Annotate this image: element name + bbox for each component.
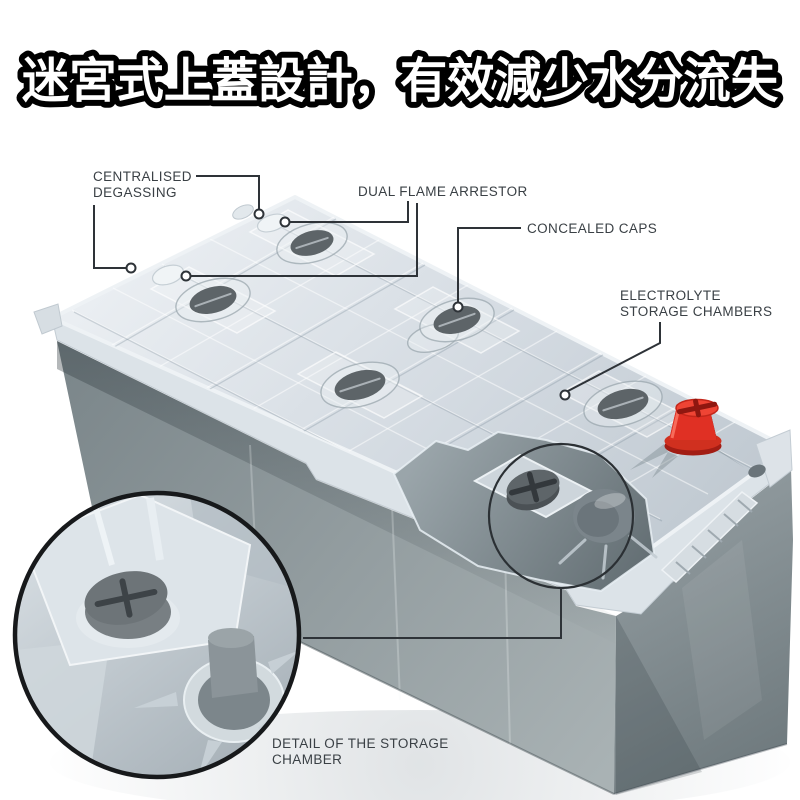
terminal-cross-slot [676,398,718,418]
detail-inset [12,490,302,780]
callout-concealed-caps: CONCEALED CAPS [527,221,657,236]
callout-text: DETAIL OF THE STORAGE [272,736,449,751]
callout-text: STORAGE CHAMBERS [620,304,772,319]
tab-hole [748,464,766,478]
leader-centralised-top [196,175,260,209]
cap-slots [194,236,644,412]
inset-cap-cross-slot [94,578,158,618]
leader-dual-flame-1 [290,201,409,223]
callout-text: CENTRALISED [93,169,192,184]
leader-endpoint-dot [452,301,464,313]
case-front-face [57,341,616,794]
case-reflection [682,540,762,740]
leader-detail-inset [303,588,562,639]
degassing-pad [151,264,185,286]
page-title: 迷宮式上蓋設計，有效減少水分流失 [22,55,779,108]
rail-ribs [675,499,753,575]
callout-text: DEGASSING [93,185,177,200]
chamber-fins [558,534,658,580]
callout-electrolyte-storage-chambers: ELECTROLYTE STORAGE CHAMBERS [620,288,772,319]
leader-dual-flame-2 [191,203,418,277]
callout-labels: CENTRALISED DEGASSING DUAL FLAME ARRESTO… [93,169,772,767]
case-top-shadow-band [57,341,616,644]
callout-text: CONCEALED CAPS [527,221,657,236]
inset-chamber-cylinder [208,636,258,698]
leader-endpoint-dot [180,270,192,282]
callout-dual-flame-arrestor: DUAL FLAME ARRESTOR [358,184,528,199]
callout-text: ELECTROLYTE [620,288,721,303]
lid-rail [660,429,793,584]
callout-detail-storage-chamber: DETAIL OF THE STORAGE CHAMBER [272,736,449,767]
callout-text: CHAMBER [272,752,342,767]
lid-ear-tab [33,303,63,335]
leader-electrolyte [567,322,661,392]
leader-lines [93,175,661,401]
battery-illustration [33,195,793,795]
storage-chamber-inner [577,501,619,537]
terminal-highlight [670,411,680,439]
red-terminal-cap [630,398,745,478]
chamber-highlight [594,493,626,509]
degassing-pads [151,213,288,286]
leader-endpoint-dot [125,262,137,274]
leader-endpoint-dot [279,216,291,228]
callout-centralised-degassing: CENTRALISED DEGASSING [93,169,192,200]
case-corner-shadow [616,616,702,795]
detail-inset-ring [12,490,302,780]
rim-vent-bump [232,204,254,220]
leader-centralised-side [93,205,126,269]
concealed-cap-group [189,230,649,420]
lid-cutaway [393,431,658,592]
leader-endpoint-dot [559,389,571,401]
case-right-face [614,468,793,794]
cutaway-cap-cross-slot [508,471,558,503]
callout-text: DUAL FLAME ARRESTOR [358,184,528,199]
leader-endpoint-dot [253,208,265,220]
leader-concealed-caps [457,227,521,302]
terminal-shadow [630,444,745,478]
case-bottom-right-edge [613,743,788,795]
title-banner: 迷宮式上蓋設計，有效減少水分流失 [16,49,785,114]
lid-corner-tab [755,429,793,488]
